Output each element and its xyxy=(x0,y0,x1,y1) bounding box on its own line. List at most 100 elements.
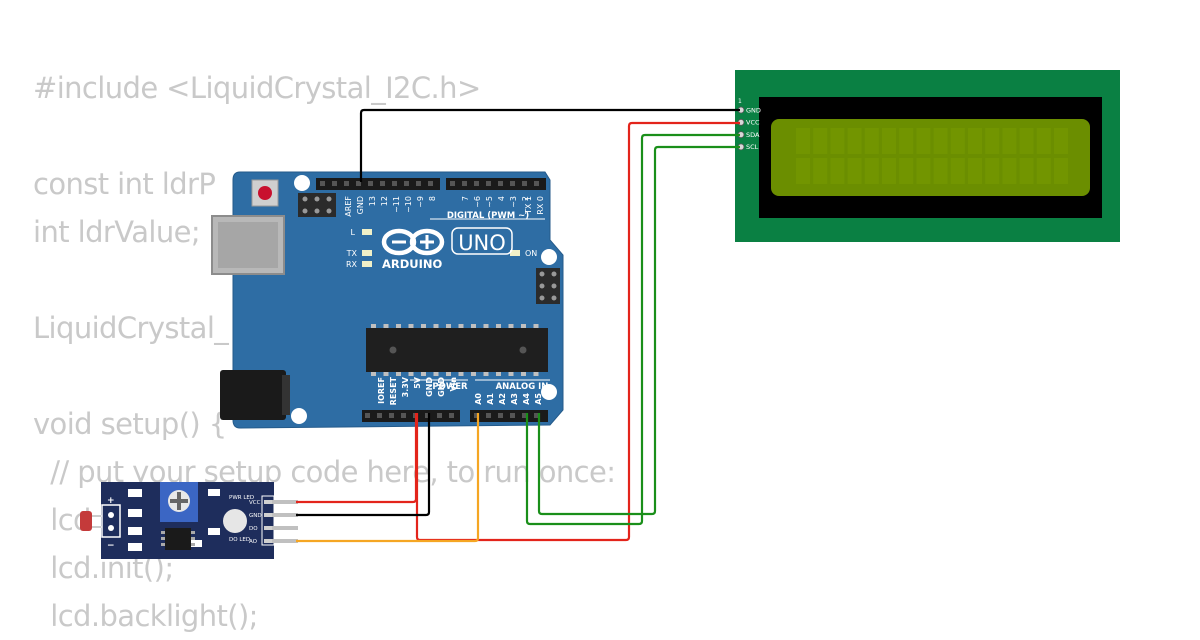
header-socket[interactable] xyxy=(344,181,349,186)
header-socket[interactable] xyxy=(320,181,325,186)
wire-sda-to-a4[interactable] xyxy=(525,133,740,526)
ldr-pin-label: DO xyxy=(249,526,258,532)
led-on-label: ON xyxy=(525,249,537,258)
digital-pin-label: 12 xyxy=(380,196,389,206)
power-pin-label: IOREF xyxy=(377,377,386,404)
wire-gnd-to-lcd[interactable] xyxy=(359,108,740,182)
mounting-hole xyxy=(291,408,307,424)
mounting-hole xyxy=(541,384,557,400)
header-socket[interactable] xyxy=(425,413,430,418)
analog-pin-label: A1 xyxy=(486,393,495,405)
header-socket[interactable] xyxy=(474,181,479,186)
wire-ldr-gnd[interactable] xyxy=(296,413,431,517)
power-pin-header[interactable] xyxy=(362,410,460,422)
digital-pin-label: AREF xyxy=(344,196,353,217)
header-socket[interactable] xyxy=(534,181,539,186)
uno-model-text: UNO xyxy=(458,231,506,255)
arduino-infinity-icon xyxy=(381,228,445,256)
header-socket[interactable] xyxy=(416,181,421,186)
pwr-led-label: PWR LED xyxy=(229,495,254,501)
analog-pin-label: A5 xyxy=(534,393,543,405)
header-socket[interactable] xyxy=(522,413,527,418)
header-socket[interactable] xyxy=(392,181,397,186)
lcd-pin-label: GND xyxy=(746,106,761,114)
wire-ldr-ao-to-a0[interactable] xyxy=(296,413,480,543)
ldr-pin[interactable] xyxy=(272,500,298,504)
header-socket[interactable] xyxy=(522,181,527,186)
header-socket[interactable] xyxy=(377,413,382,418)
power-pin-label: Vin xyxy=(449,377,458,392)
digital-pin-label: ~9 xyxy=(416,196,425,208)
ldr-pin[interactable] xyxy=(272,526,298,530)
header-socket[interactable] xyxy=(462,181,467,186)
wire-vcc-5v-to-lcd[interactable] xyxy=(415,121,740,542)
mounting-hole xyxy=(541,249,557,265)
digital-pin-label: 2 xyxy=(521,196,530,201)
header-socket[interactable] xyxy=(428,181,433,186)
ldr-pin-label: AO xyxy=(249,539,258,545)
digital-pin-label: ~11 xyxy=(392,196,401,213)
power-pin-label: GND xyxy=(425,377,434,397)
header-socket[interactable] xyxy=(389,413,394,418)
header-socket[interactable] xyxy=(356,181,361,186)
header-socket[interactable] xyxy=(380,181,385,186)
header-socket[interactable] xyxy=(450,181,455,186)
header-socket[interactable] xyxy=(368,181,373,186)
lcd-character-grid xyxy=(796,128,1068,184)
reset-button-cap[interactable] xyxy=(258,186,272,200)
power-jack xyxy=(220,370,286,420)
code-line: int ldrValue; xyxy=(33,215,201,249)
lcd-pin1-label: 1 xyxy=(738,98,742,105)
analog-pin-label: A2 xyxy=(498,393,507,405)
digital-pin-label: RX 0 xyxy=(536,196,545,215)
analog-pin-header[interactable] xyxy=(470,410,548,422)
header-socket[interactable] xyxy=(474,413,479,418)
led-rx-label: RX xyxy=(346,260,358,269)
digital-pin-label: ~6 xyxy=(473,196,482,208)
header-socket[interactable] xyxy=(332,181,337,186)
header-socket[interactable] xyxy=(365,413,370,418)
wires xyxy=(296,108,740,543)
led-on xyxy=(510,250,520,256)
led-tx-label: TX xyxy=(346,249,358,258)
wire-scl-to-a5[interactable] xyxy=(537,145,740,516)
digital-pin-header[interactable] xyxy=(316,178,546,190)
header-socket[interactable] xyxy=(401,413,406,418)
ldr-photoresistor xyxy=(80,511,92,531)
header-socket[interactable] xyxy=(534,413,539,418)
ldr-pin[interactable] xyxy=(272,513,298,517)
header-socket[interactable] xyxy=(486,413,491,418)
power-header-label: POWER xyxy=(432,382,468,392)
header-socket[interactable] xyxy=(404,181,409,186)
lcd-pin-label: VCC xyxy=(746,119,760,127)
power-pin-label: RESET xyxy=(389,376,398,405)
power-pin-label: GND xyxy=(437,377,446,397)
header-socket[interactable] xyxy=(437,413,442,418)
header-socket[interactable] xyxy=(510,413,515,418)
wire-ldr-vcc-to-5v[interactable] xyxy=(296,413,418,504)
code-line: lcd.backlight(); xyxy=(33,599,258,633)
ldr-plus-label: + xyxy=(107,496,115,506)
icsp-header-2 xyxy=(536,268,560,304)
digital-pin-label: GND xyxy=(356,196,365,214)
ldr-pin[interactable] xyxy=(272,539,298,543)
header-socket[interactable] xyxy=(486,181,491,186)
header-socket[interactable] xyxy=(449,413,454,418)
led-tx xyxy=(362,250,372,256)
arduino-logo-text: ARDUINO xyxy=(382,257,443,271)
header-socket[interactable] xyxy=(510,181,515,186)
indicator-led xyxy=(223,509,247,533)
digital-pin-label: ~10 xyxy=(404,196,413,213)
header-socket[interactable] xyxy=(498,181,503,186)
comparator-chip xyxy=(165,528,191,550)
digital-header-label: DIGITAL (PWM ~) xyxy=(447,211,529,221)
header-socket[interactable] xyxy=(498,413,503,418)
digital-pin-label: ~5 xyxy=(485,196,494,208)
code-editor-background: #include <LiquidCrystal_I2C.h>const int … xyxy=(33,64,616,640)
digital-pin-label: 8 xyxy=(428,196,437,201)
